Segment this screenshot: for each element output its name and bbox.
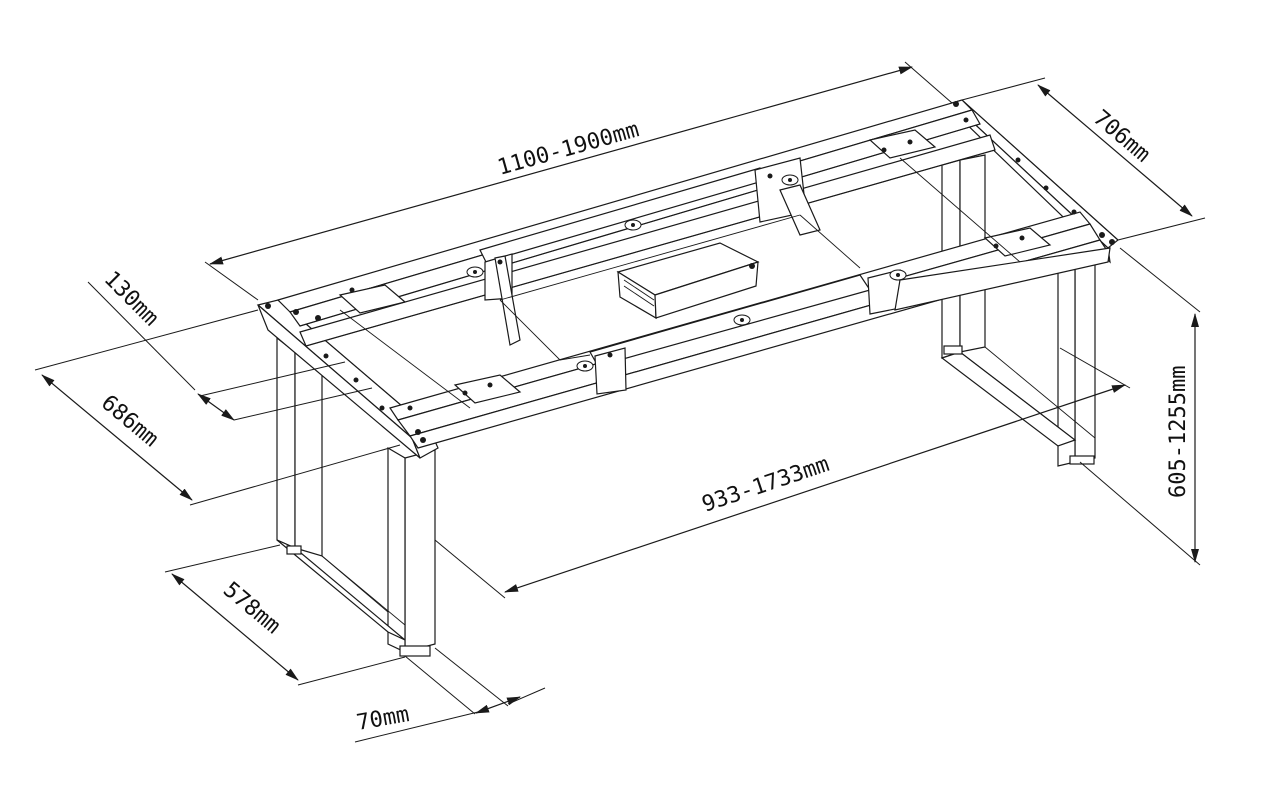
control-box <box>616 242 760 320</box>
front-leg-left <box>276 336 436 657</box>
dimension-leg-width: 70mm <box>355 647 546 743</box>
dimension-height: 605-1255mm <box>1079 247 1201 566</box>
label-foot-depth: 578mm <box>218 577 285 639</box>
label-height: 605-1255mm <box>1166 366 1191 498</box>
label-crossbar-width: 130mm <box>99 267 164 332</box>
label-crossbar-span: 686mm <box>96 390 163 452</box>
label-leg-spacing: 933-1733mm <box>699 452 833 518</box>
